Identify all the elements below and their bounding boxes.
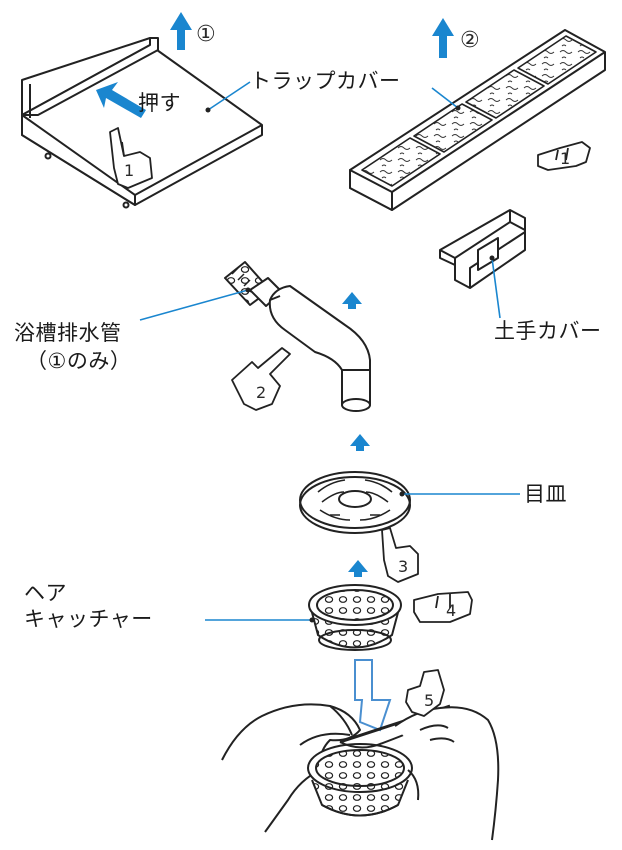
trap-cover-label: トラップカバー bbox=[250, 69, 401, 93]
grate-part bbox=[299, 471, 411, 534]
hair-catcher-label-line1: ヘア bbox=[24, 581, 67, 605]
grate-up-arrow bbox=[350, 434, 370, 451]
hand-number-1a: 1 bbox=[124, 161, 135, 180]
hand-number-5: 5 bbox=[424, 691, 435, 710]
hand-icons bbox=[109, 127, 591, 717]
step1-up-arrow bbox=[170, 12, 192, 50]
hand-icon-4 bbox=[413, 591, 473, 623]
bank-cover-part bbox=[439, 209, 526, 289]
leader-dots bbox=[205, 105, 495, 623]
step2-up-arrow bbox=[432, 18, 454, 58]
down-outline-arrow bbox=[354, 659, 392, 732]
hand-icon-5 bbox=[405, 669, 445, 717]
catcher-up-arrow bbox=[348, 560, 368, 577]
step1-cover bbox=[21, 37, 263, 209]
hand-icon-1b bbox=[537, 141, 591, 171]
hand-number-4: 4 bbox=[446, 601, 457, 620]
bath-drain-pipe bbox=[224, 261, 371, 412]
hair-catcher-part bbox=[308, 584, 402, 651]
push-arrow bbox=[96, 82, 146, 118]
hand-icon-2 bbox=[231, 347, 291, 411]
hand-number-3: 3 bbox=[398, 557, 409, 576]
bank-cover-label: 土手カバー bbox=[494, 319, 602, 343]
pipe-up-arrow bbox=[342, 292, 362, 309]
hand-number-2: 2 bbox=[256, 383, 267, 402]
hand-icon-3 bbox=[381, 527, 419, 583]
hand-number-1b: 1 bbox=[560, 149, 571, 168]
step2-marker: ② bbox=[460, 28, 480, 53]
trap-cover-plate bbox=[349, 29, 606, 211]
bath-drain-pipe-note: （①のみ） bbox=[26, 349, 132, 373]
hair-catcher-label-line2: キャッチャー bbox=[24, 607, 153, 631]
leader-lines bbox=[139, 81, 520, 621]
grate-label: 目皿 bbox=[524, 482, 567, 506]
bath-drain-pipe-label: 浴槽排水管 bbox=[14, 321, 122, 345]
hand-icon-1a bbox=[109, 127, 153, 189]
step1-marker: ① bbox=[196, 22, 216, 47]
push-label: 押す bbox=[138, 91, 181, 115]
cleaning-hands bbox=[221, 703, 500, 841]
